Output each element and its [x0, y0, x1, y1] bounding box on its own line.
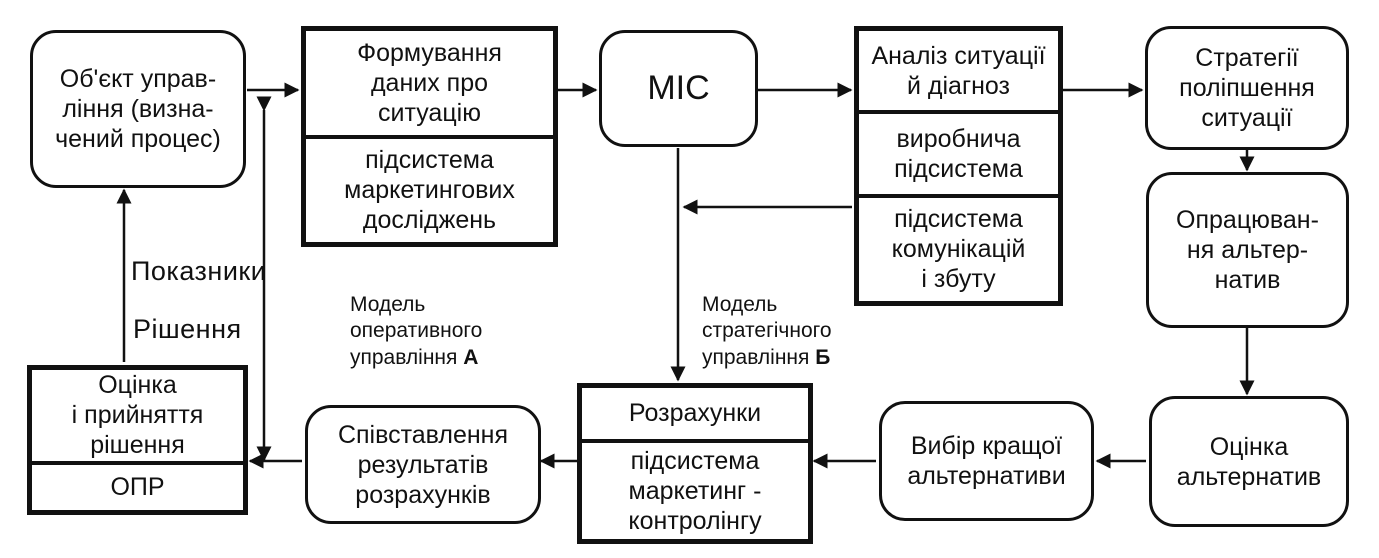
node-decision-making: Оцінка і прийняття рішення ОПР	[27, 365, 248, 515]
node-alternatives-evaluation: Оцінка альтернатив	[1149, 396, 1349, 527]
operational-model-label: Модель оперативного управління А	[350, 292, 482, 371]
decisions-label: Рішення	[133, 314, 242, 344]
node-results-comparison: Співставлення результатів розрахунків	[305, 405, 541, 524]
data-forming-label: Формування даних про ситуацію	[357, 38, 502, 127]
improvement-strategies-label: Стратегії поліпшення ситуації	[1179, 44, 1315, 132]
strategic-model-letter: Б	[815, 345, 831, 369]
situation-analysis-label: Аналіз ситуації й діагноз	[871, 41, 1046, 100]
node-mis: МІС	[599, 30, 758, 147]
operational-model-letter: А	[463, 345, 479, 369]
node-alternatives-elaboration: Опрацюван- ня альтер- натив	[1146, 172, 1349, 328]
calculations-label: Розрахунки	[628, 399, 762, 428]
alternatives-evaluation-label: Оцінка альтернатив	[1176, 432, 1322, 491]
control-object-label: Об'єкт управ- ління (визна- чений процес…	[55, 65, 221, 153]
marketing-controlling-subsystem-label: підсистема маркетинг - контролінгу	[582, 438, 808, 539]
strategic-model-label: Модель стратегічного управління Б	[702, 292, 832, 371]
decision-maker-label: ОПР	[32, 460, 243, 510]
indicators-label: Показники	[131, 256, 267, 286]
results-comparison-label: Співставлення результатів розрахунків	[337, 420, 509, 509]
marketing-research-subsystem-label: підсистема маркетингових досліджень	[306, 134, 553, 243]
communication-sales-subsystem-label: підсистема комунікацій і збуту	[859, 193, 1058, 301]
node-situation-analysis: Аналіз ситуації й діагноз виробнича підс…	[854, 26, 1063, 306]
node-calculations: Розрахунки підсистема маркетинг - контро…	[577, 383, 813, 544]
node-control-object: Об'єкт управ- ління (визна- чений процес…	[30, 30, 246, 188]
node-improvement-strategies: Стратегії поліпшення ситуації	[1145, 26, 1349, 150]
production-subsystem-label: виробнича підсистема	[859, 110, 1058, 193]
decision-making-label: Оцінка і прийняття рішення	[71, 371, 204, 460]
alternatives-elaboration-label: Опрацюван- ня альтер- натив	[1176, 206, 1319, 294]
operational-model-text: Модель оперативного управління	[350, 293, 483, 369]
best-alternative-choice-label: Вибір кращої альтернативи	[907, 432, 1066, 490]
node-best-alternative-choice: Вибір кращої альтернативи	[879, 401, 1094, 521]
mis-label: МІС	[647, 69, 710, 108]
node-data-forming: Формування даних про ситуацію підсистема…	[301, 26, 558, 247]
strategic-model-text: Модель стратегічного управління	[702, 293, 832, 369]
